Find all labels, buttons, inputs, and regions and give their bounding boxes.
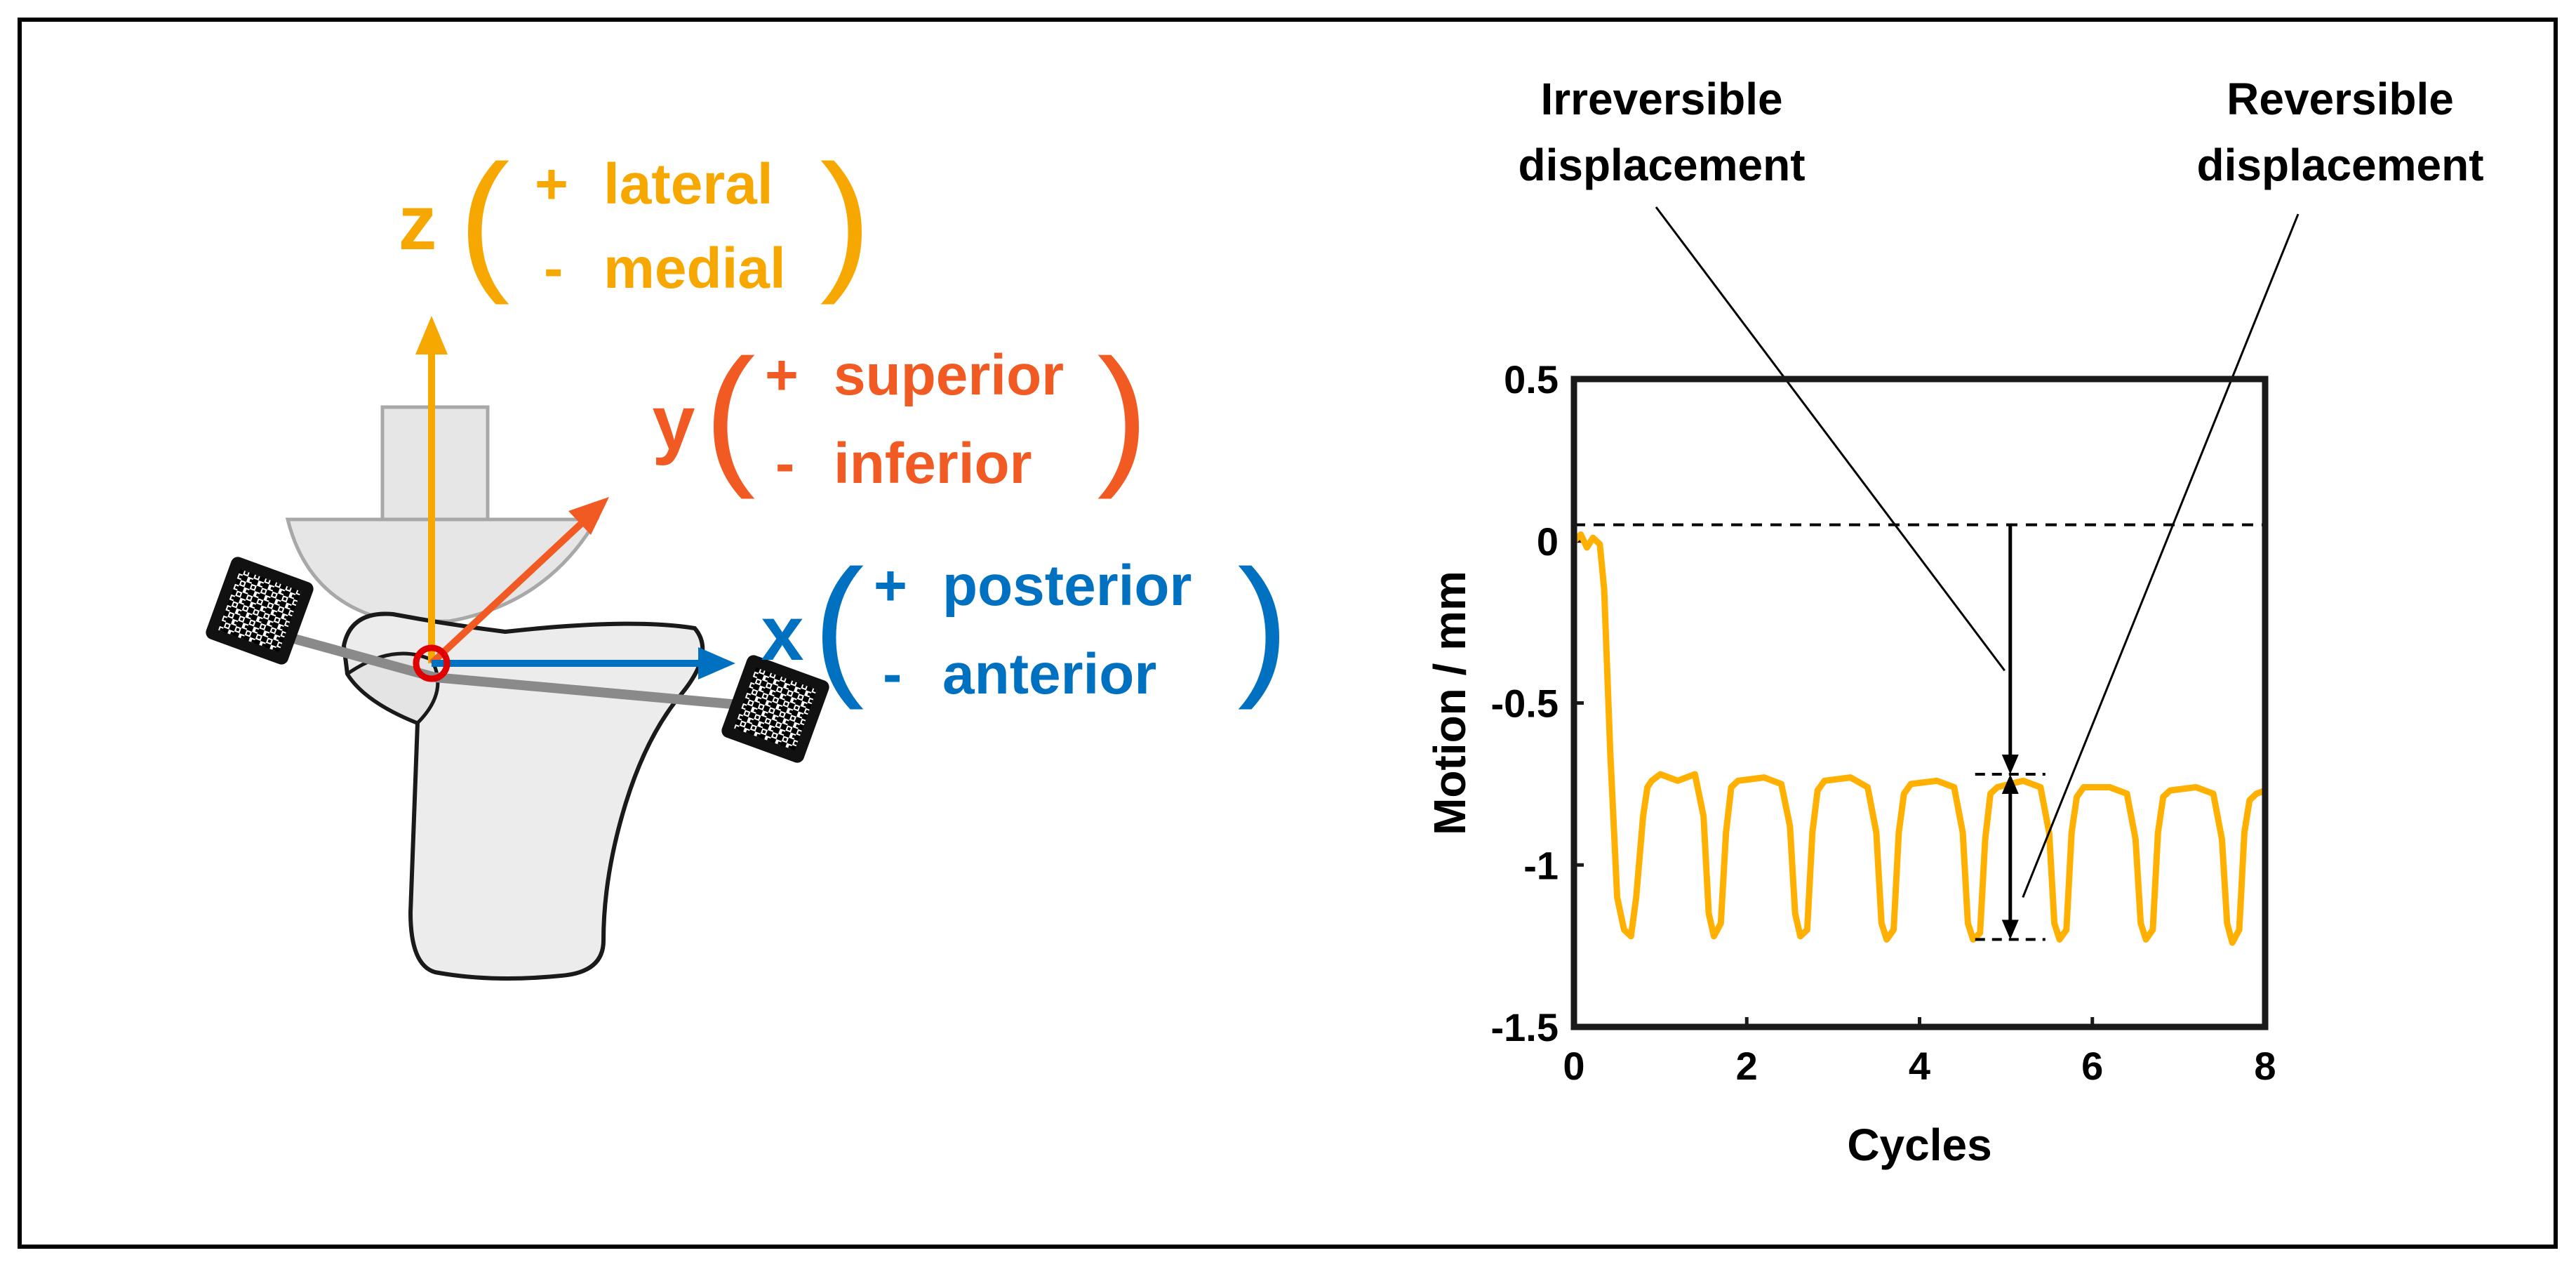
y-right-paren: ) [1097, 327, 1148, 500]
marker-target-right [721, 655, 829, 763]
x-right-paren: ) [1237, 538, 1288, 710]
annotation-reversible-line1: Reversible [2227, 74, 2454, 124]
x-minus-sign: - [883, 642, 902, 706]
x-axis-title: Cycles [1847, 1120, 1991, 1170]
z-minus-label: medial [603, 237, 786, 300]
y-tick-label: -1 [1523, 843, 1559, 887]
leader-reversible [2022, 213, 2300, 898]
y-minus-sign: - [775, 432, 794, 496]
x-plus-label: posterior [942, 554, 1192, 618]
z-axis-arrowhead [415, 316, 448, 354]
z-plus-label: lateral [603, 152, 773, 216]
y-plus-label: superior [834, 343, 1064, 407]
z-left-paren: ( [458, 133, 509, 305]
implant-component [285, 517, 600, 623]
reversible-arrowhead-top [2001, 774, 2019, 795]
y-tick-label: -0.5 [1491, 682, 1559, 726]
z-plus-sign: + [535, 152, 568, 216]
y-axis-letter: y [652, 380, 695, 466]
reversible-arrowhead-bottom [2001, 920, 2019, 940]
origin-marker [413, 644, 451, 682]
irreversible-arrowhead [2001, 755, 2019, 775]
plot-area-frame [1570, 376, 2269, 1030]
y-tick-label: -1.5 [1491, 1005, 1559, 1049]
x-tick-label: 2 [1736, 1044, 1758, 1088]
leader-irreversible [1655, 206, 2006, 672]
x-tick-label: 8 [2254, 1044, 2276, 1088]
z-minus-sign: - [544, 237, 563, 300]
x-minus-label: anterior [942, 642, 1156, 706]
y-tick-label: 0 [1537, 519, 1559, 564]
x-left-paren: ( [813, 538, 864, 710]
series-motion-line [1571, 531, 2267, 946]
annotation-irreversible-line2: displacement [1518, 140, 1805, 190]
marker-rod-right [434, 672, 787, 714]
y-axis-title: Motion / mm [1424, 571, 1475, 835]
annotation-irreversible-line1: Irreversible [1540, 74, 1782, 124]
y-left-paren: ( [704, 327, 755, 500]
x-axis-arrowhead [698, 647, 735, 679]
annotation-reversible-line2: displacement [2196, 140, 2483, 190]
x-tick-label: 0 [1563, 1044, 1584, 1088]
z-axis-letter: z [399, 180, 437, 266]
x-plus-sign: + [874, 554, 907, 618]
y-minus-label: inferior [834, 432, 1032, 496]
marker-target-left [206, 557, 314, 665]
y-tick-label: 0.5 [1504, 357, 1559, 402]
y-plus-sign: + [765, 343, 799, 407]
y-axis-arrowhead [568, 497, 609, 535]
x-axis-letter: x [761, 590, 803, 677]
z-right-paren: ) [820, 133, 871, 305]
x-tick-label: 4 [1909, 1044, 1930, 1088]
y-ticks: 0.5 0 -0.5 -1 -1.5 [1491, 357, 1584, 1049]
x-tick-label: 6 [2081, 1044, 2103, 1088]
motion-chart: Irreversible displacement Reversible dis… [1424, 74, 2484, 1170]
y-axis-arrow [429, 513, 592, 666]
coordinate-diagram: z ( + lateral - medial ) y ( + superior … [206, 133, 1289, 981]
